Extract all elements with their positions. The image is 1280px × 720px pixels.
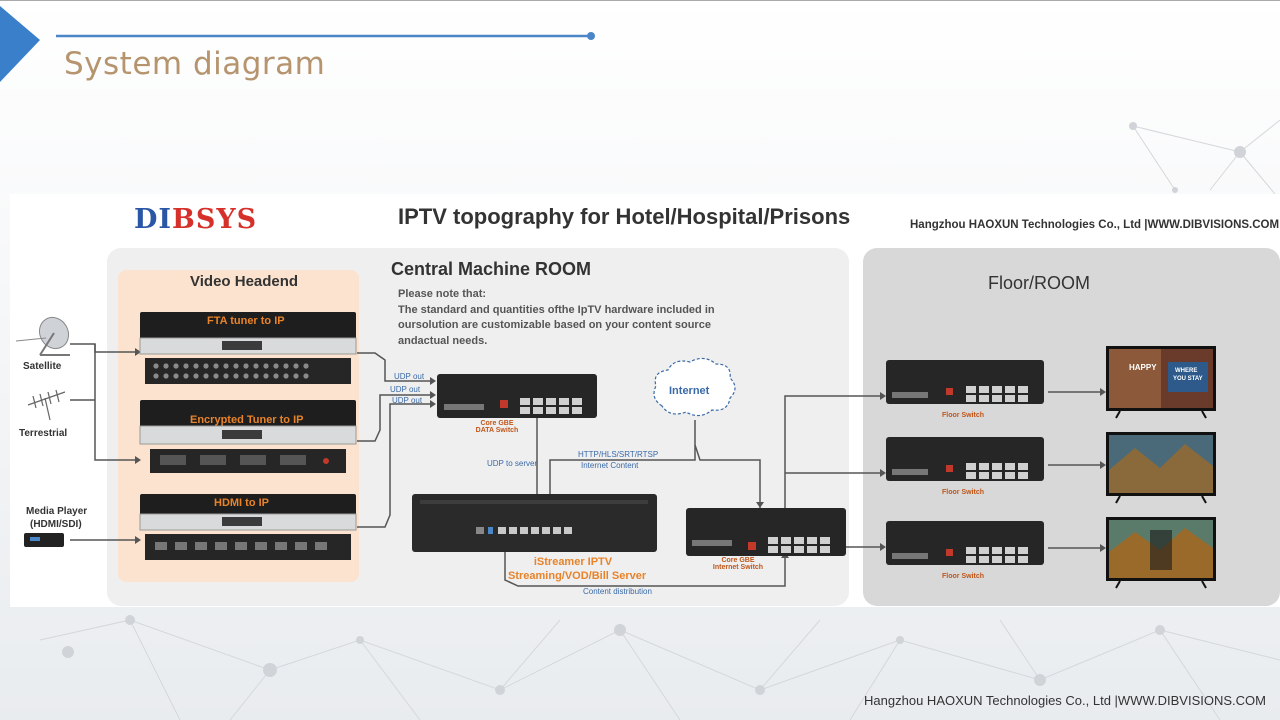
tv-1-promo: WHERE — [1175, 368, 1198, 374]
note-line-2: The standard and quantities ofthe IpTV h… — [398, 303, 715, 316]
fta-tuner-device — [139, 312, 357, 384]
core-internet-switch-device — [686, 508, 846, 556]
company-label: Hangzhou HAOXUN Technologies Co., Ltd |W… — [910, 219, 1280, 231]
hardware-note: Please note that: The standard and quant… — [398, 287, 738, 349]
floor-switch-1-device — [886, 360, 1044, 404]
encrypted-tuner-device — [139, 400, 357, 473]
floor-switch-2-label: Floor Switch — [942, 489, 984, 496]
satellite-label: Satellite — [23, 361, 62, 372]
udp-out-label-1: UDP out — [394, 372, 425, 381]
internet-label: Internet — [669, 385, 710, 397]
encrypted-tuner-label: Encrypted Tuner to IP — [190, 414, 304, 426]
footer-company: Hangzhou HAOXUN Technologies Co., Ltd |W… — [864, 693, 1266, 708]
core-data-switch-device — [437, 374, 597, 418]
note-line-1: Please note that: — [398, 288, 487, 300]
note-line-4: andactual needs. — [398, 334, 488, 347]
udp-to-server-label: UDP to server — [487, 459, 538, 468]
fta-tuner-label: FTA tuner to IP — [207, 315, 285, 327]
antenna-icon — [27, 389, 66, 421]
floor-room-title: Floor/ROOM — [988, 273, 1091, 293]
content-distribution-label: Content distribution — [583, 587, 652, 596]
dibsys-logo: DIBSYS — [134, 204, 258, 235]
terrestrial-label: Terrestrial — [19, 428, 68, 439]
central-room-title: Central Machine ROOM — [391, 259, 592, 279]
tv-1-promo-2: YOU STAY — [1173, 376, 1203, 382]
internet-cloud-icon — [653, 357, 736, 417]
floor-switch-1-label: Floor Switch — [942, 412, 984, 419]
internet-switch-label: Core GBE Internet Switch — [712, 557, 764, 571]
hdmi-to-ip-label: HDMI to IP — [214, 497, 269, 509]
tv-1-title: HAPPY — [1129, 363, 1157, 372]
data-switch-label: Core GBE DATA Switch — [475, 420, 519, 434]
iptv-server-device — [412, 494, 657, 552]
floor-region — [863, 248, 1280, 606]
floor-switch-3-label: Floor Switch — [942, 573, 984, 580]
floor-switch-3-device — [886, 521, 1044, 565]
udp-out-label-2: UDP out — [390, 385, 421, 394]
floor-switch-2-device — [886, 437, 1044, 481]
corner-triangle — [0, 6, 40, 82]
hdmi-encoder-device — [139, 494, 357, 560]
media-player-icon — [24, 533, 64, 547]
headend-title: Video Headend — [190, 273, 299, 290]
diagram-title: IPTV topography for Hotel/Hospital/Priso… — [398, 204, 851, 229]
satellite-icon — [15, 316, 70, 356]
note-line-3: oursolution are customizable based on yo… — [398, 319, 711, 331]
server-label: iStreamer IPTV Streaming/VOD/Bill Server — [508, 556, 647, 582]
tv-1-icon — [1106, 346, 1216, 419]
tv-2-icon — [1106, 432, 1216, 504]
media-player-sublabel: (HDMI/SDI) — [30, 519, 82, 530]
udp-out-label-3: UDP out — [392, 396, 423, 405]
tv-3-icon — [1106, 517, 1216, 589]
http-protocols-label: HTTP/HLS/SRT/RTSP — [578, 450, 659, 459]
slide-title: System diagram — [64, 46, 326, 82]
media-player-label: Media Player — [26, 506, 88, 517]
internet-content-label: Internet Content — [581, 461, 639, 470]
